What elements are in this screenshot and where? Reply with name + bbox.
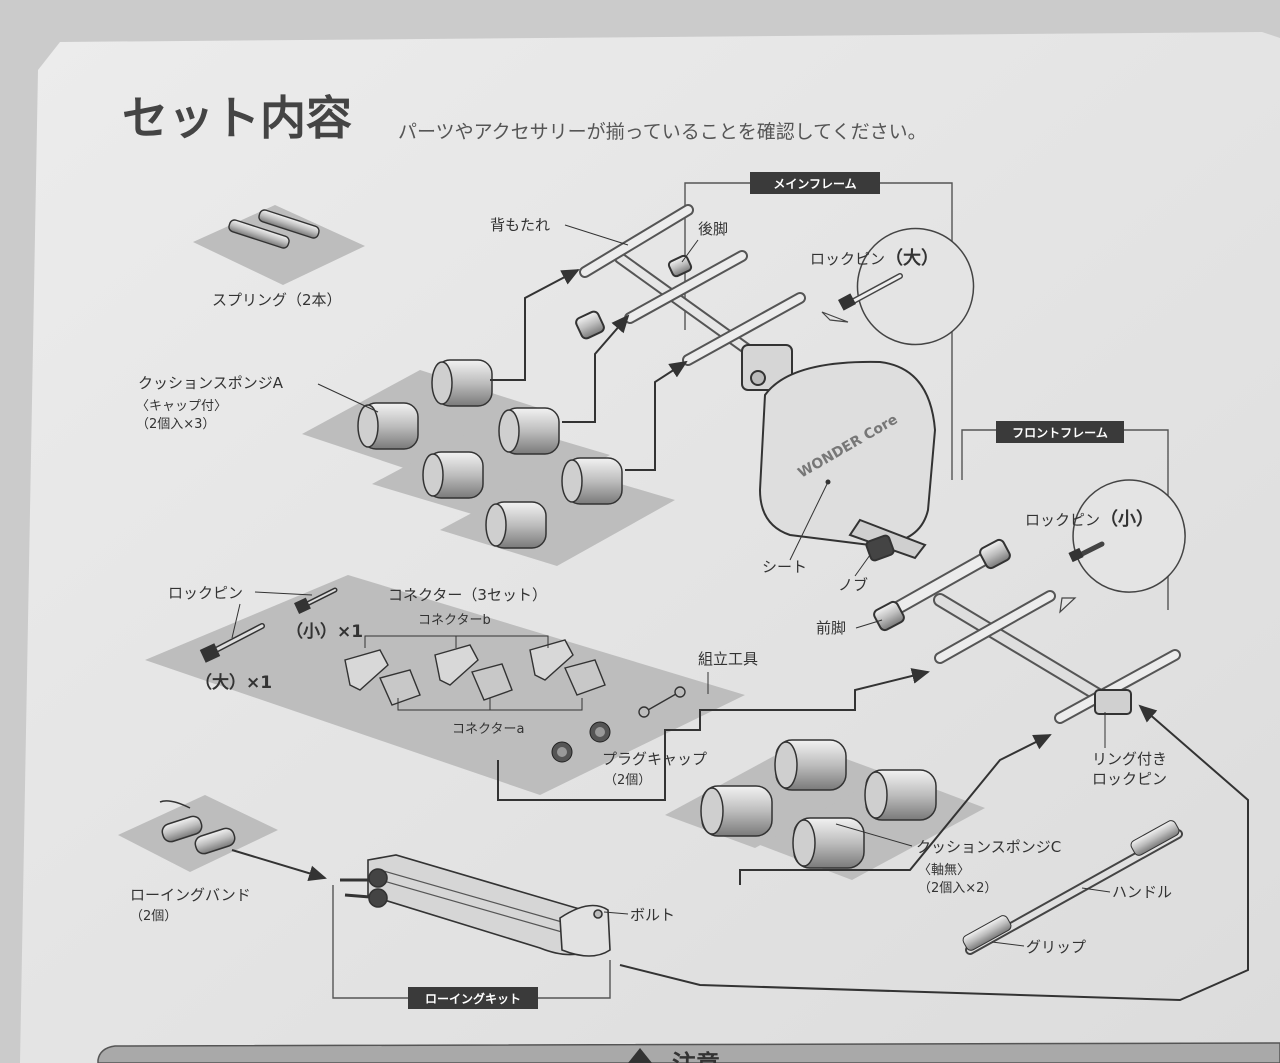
front-frame-group: フロントフレーム ロックピン（小） 前脚 リング付き ロックピン (816, 421, 1186, 788)
notice-bar: 注意 (97, 1042, 1280, 1063)
rowing-kit-tag: ローイングキット (408, 987, 538, 1009)
spring-set (193, 205, 365, 285)
label-handle: ハンドル (1112, 883, 1172, 901)
rowing-kit-group: ローイングキット (332, 854, 611, 1009)
label-ring-pin-1: リング付き (1092, 750, 1167, 768)
label-cushion-c: クッションスポンジC (916, 838, 1061, 856)
rowing-band-set (118, 795, 278, 872)
main-frame-tag: メインフレーム (750, 172, 880, 194)
cushion-c-set (665, 739, 985, 880)
label-tool: 組立工具 (698, 650, 758, 668)
label-grip: グリップ (1026, 938, 1086, 956)
label-connector-a: コネクターa (452, 722, 524, 737)
svg-text:フロントフレーム: フロントフレーム (1012, 426, 1108, 440)
main-frame-group: メインフレーム WONDER Core 背もたれ 後脚 シート (490, 172, 975, 594)
label-plug-cap: プラグキャップ (602, 750, 707, 768)
notice-title: 注意 (672, 1050, 720, 1063)
svg-text:ローイングキット: ローイングキット (425, 991, 521, 1006)
label-spring: スプリング（2本） (212, 291, 342, 309)
lockpin-small-bubble-label: ロックピン（小） (1025, 509, 1154, 530)
label-lockpin-large-count: （大）×1 (195, 672, 272, 693)
label-lockpin: ロックピン (168, 584, 243, 602)
page-title: セット内容 (122, 91, 352, 145)
svg-text:メインフレーム: メインフレーム (773, 177, 856, 191)
label-cushion-a: クッションスポンジA (138, 374, 284, 392)
label-knob: ノブ (838, 576, 868, 594)
label-front-leg: 前脚 (816, 619, 846, 637)
label-connector-b: コネクターb (418, 613, 491, 628)
label-cushion-a-qty: （2個入×3） (136, 417, 215, 432)
lockpin-large-bubble-label: ロックピン（大） (810, 247, 939, 269)
label-rowing-band: ローイングバンド (130, 886, 251, 904)
label-rear-leg: 後脚 (698, 220, 728, 238)
label-backrest: 背もたれ (490, 216, 550, 234)
accessories-tray (145, 575, 745, 795)
label-connector: コネクター（3セット） (388, 586, 547, 604)
label-ring-pin-2: ロックピン (1092, 770, 1167, 788)
label-bolt: ボルト (630, 906, 675, 924)
label-plug-cap-qty: （2個） (604, 773, 651, 788)
main-frame-drawing (575, 204, 937, 562)
cushion-a-set (302, 359, 675, 566)
front-frame-tag: フロントフレーム (996, 421, 1124, 443)
page-subtitle: パーツやアクセサリーが揃っていることを確認してください。 (398, 121, 927, 143)
lockpin-small-bubble (1059, 479, 1186, 614)
label-rowing-band-qty: （2個） (130, 909, 177, 924)
lockpin-large-bubble (821, 227, 975, 346)
label-cushion-a-note: 〈キャップ付〉 (136, 399, 227, 414)
label-lockpin-small-count: （小）×1 (286, 621, 363, 642)
label-cushion-c-qty: （2個入×2） (918, 881, 997, 896)
handle-grip (962, 820, 1183, 955)
label-seat: シート (762, 558, 807, 576)
label-cushion-c-note: 〈軸無〉 (918, 863, 970, 878)
